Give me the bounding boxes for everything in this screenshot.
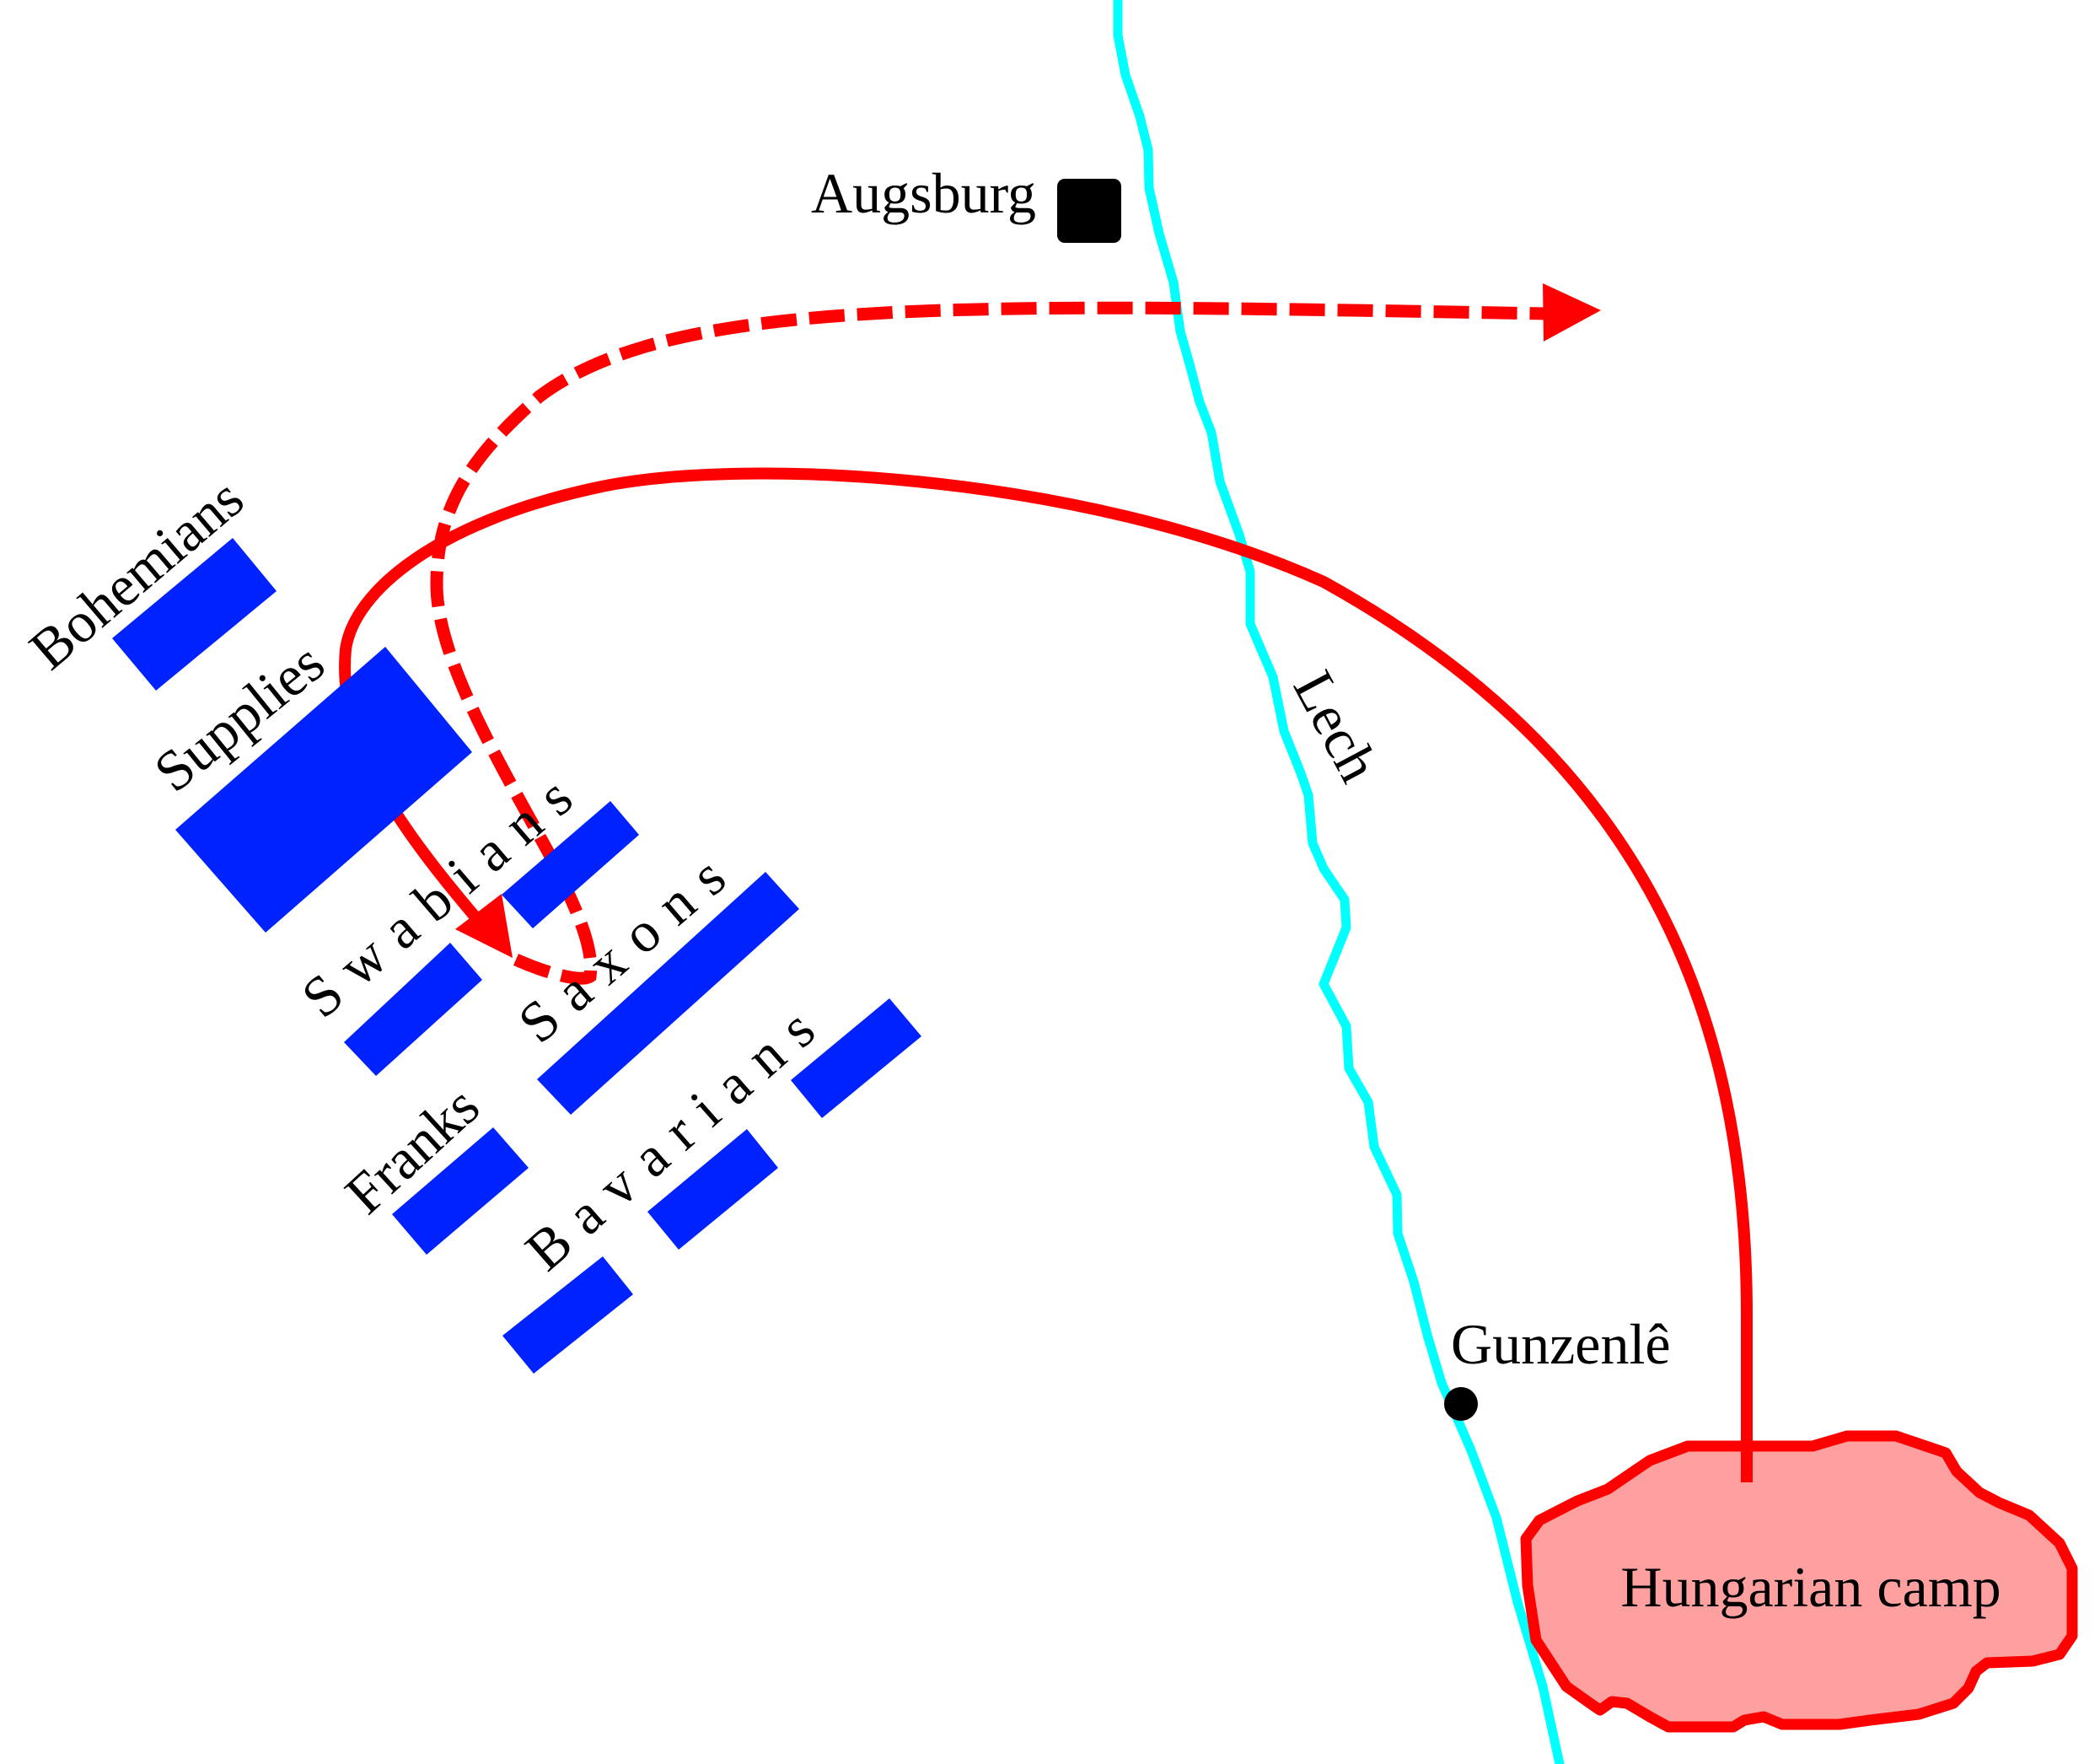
attack-route-arrowhead [455, 894, 513, 958]
retreat-route-dashed [430, 301, 1548, 985]
hungarian-camp-label: Hungarian camp [1620, 1555, 2001, 1619]
hungarian-camp-area [1520, 1430, 2078, 1733]
bavarians-unit-1 [791, 998, 921, 1118]
swabians-unit-1 [502, 801, 639, 928]
bavarians-unit-2 [647, 1129, 778, 1250]
augsburg-town-marker [1057, 179, 1121, 243]
gunzenle-village-marker [1444, 1387, 1478, 1421]
franks-unit [392, 1127, 529, 1255]
supplies-unit [175, 647, 472, 933]
bohemians-unit [112, 538, 277, 691]
bavarians-unit-3 [502, 1256, 633, 1374]
gunzenle-label: Gunzenlê [1451, 1312, 1671, 1376]
swabians-unit-2 [344, 943, 482, 1076]
lech-river [1113, 0, 1565, 1764]
augsburg-label: Augsburg [811, 161, 1036, 225]
retreat-route-arrowhead [1543, 283, 1601, 342]
saxons-unit [537, 872, 799, 1115]
